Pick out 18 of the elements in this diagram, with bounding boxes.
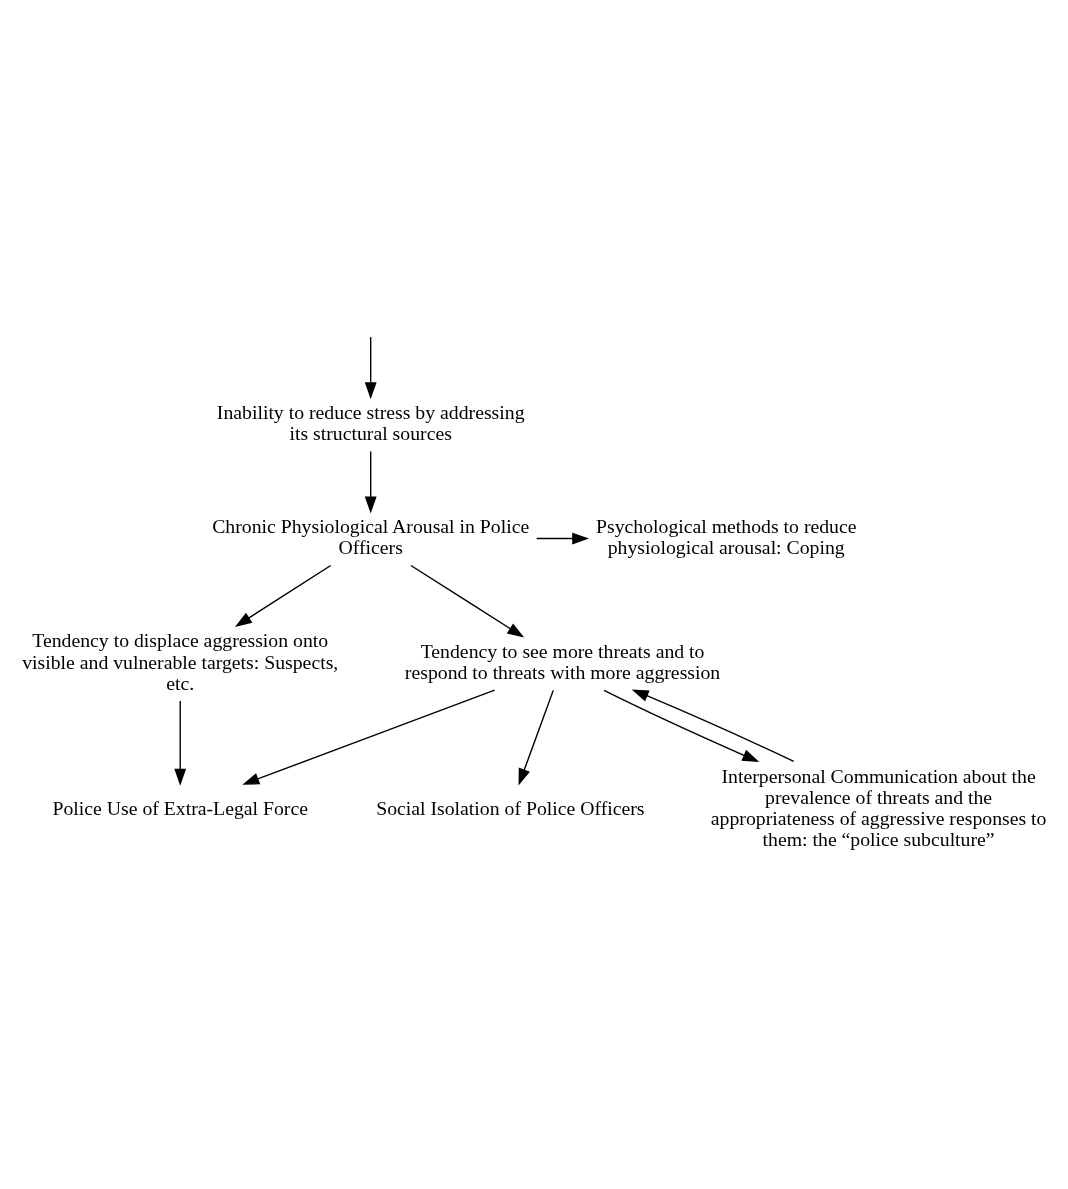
node-text: Social Isolation of Police Officers	[376, 796, 645, 819]
node-text: Chronic Physiological Arousal in Police Officers	[212, 515, 530, 559]
arrow	[631, 689, 795, 763]
arrow	[518, 689, 554, 786]
node-text: Tendency to see more threats and to respond to threats with more aggression	[404, 639, 721, 684]
node-text: Police Use of Extra-Legal Force	[52, 796, 308, 819]
node-text: Interpersonal Communication about the prevalence of threats and the appropriateness of aggressive responses to them: the “police subculture”	[710, 764, 1047, 851]
arrow	[174, 700, 187, 786]
arrow	[364, 450, 377, 514]
arrow	[535, 532, 590, 545]
arrow	[234, 564, 332, 627]
arrow	[242, 689, 496, 785]
arrow	[410, 564, 525, 638]
node-text: Inability to reduce stress by addressing its structural sources	[216, 400, 525, 444]
node-text: Psychological methods to reduce physiological arousal: Coping	[595, 515, 857, 559]
arrow	[364, 336, 377, 400]
node-text: Tendency to displace aggression onto visible and vulnerable targets: Suspects, etc.	[22, 629, 339, 694]
arrow	[603, 689, 760, 763]
